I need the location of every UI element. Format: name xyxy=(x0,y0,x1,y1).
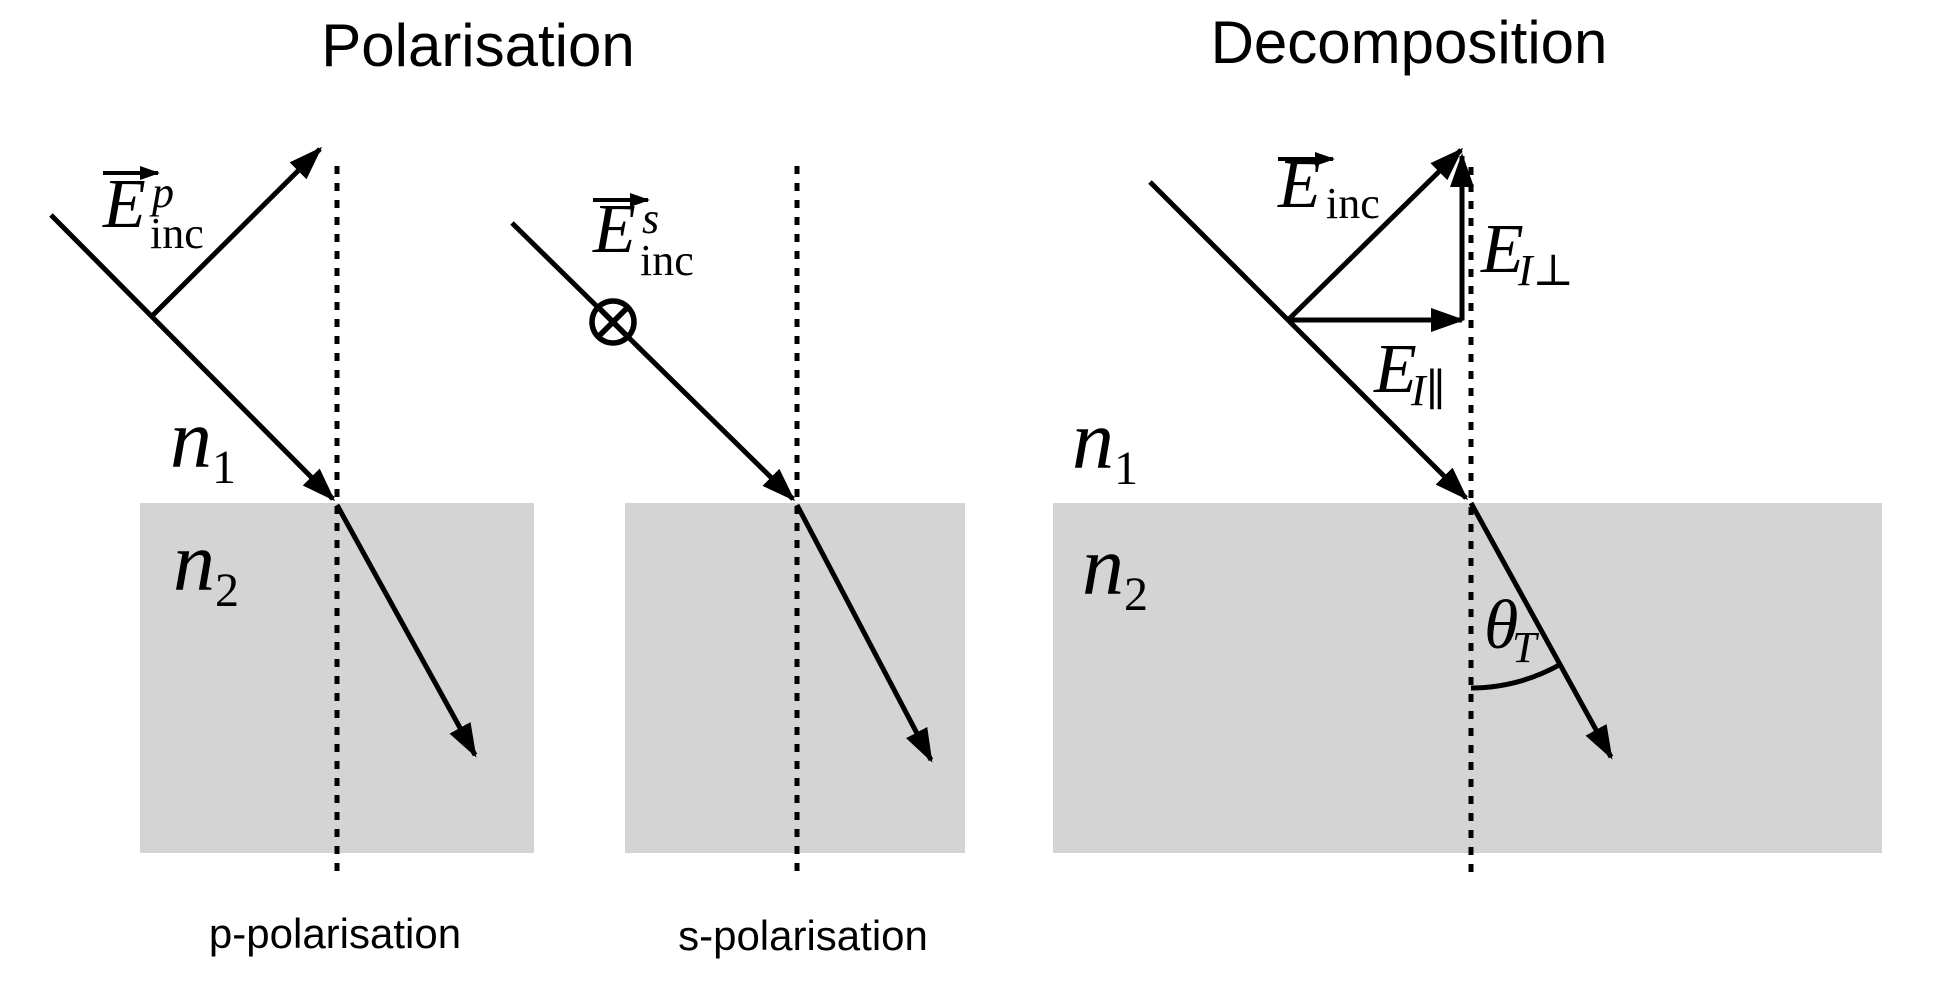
label-e-inc: E inc xyxy=(1277,146,1380,228)
incident-ray xyxy=(49,213,336,502)
e-i-perp-sub: I⊥ xyxy=(1517,246,1574,295)
title-decomposition: Decomposition xyxy=(1211,9,1608,76)
into-page-cross xyxy=(596,305,630,339)
e-inc-base: E xyxy=(1277,146,1321,223)
title-polarisation: Polarisation xyxy=(321,12,635,79)
refracted-ray xyxy=(334,503,478,758)
label-n1: n 1 xyxy=(1072,394,1138,495)
n2-sub: 2 xyxy=(215,564,239,617)
refracted-ray xyxy=(794,503,934,763)
refraction-angle-arc xyxy=(1470,661,1563,691)
n2-sub: 2 xyxy=(1124,568,1148,621)
e-s-base: E xyxy=(592,191,636,268)
refracted-ray xyxy=(1468,501,1614,760)
theta-base: θ xyxy=(1484,587,1518,664)
panel-s-polarisation: E s inc s-polarisation xyxy=(510,166,965,959)
n1-base: n xyxy=(170,393,212,486)
label-e-i-perp: E I⊥ xyxy=(1480,211,1574,295)
e-inc-vector xyxy=(1286,147,1464,322)
label-theta-t: θ T xyxy=(1484,587,1540,672)
medium-n2-region xyxy=(1053,503,1882,853)
label-e-i-parallel: E I∥ xyxy=(1373,331,1446,415)
e-s-sup: s xyxy=(642,194,659,243)
incident-ray xyxy=(510,221,796,502)
caption-p-polarisation: p-polarisation xyxy=(209,910,461,957)
label-n2: n 2 xyxy=(173,516,239,617)
n1-sub: 1 xyxy=(212,441,236,494)
label-n2: n 2 xyxy=(1082,520,1148,621)
e-field-arrow-p xyxy=(150,146,323,318)
panel-decomposition: E inc E I⊥ E I∥ θ T n 1 n 2 xyxy=(1053,146,1882,872)
label-e-p-inc: E p inc xyxy=(102,166,204,258)
e-i-parallel-sub: I∥ xyxy=(1410,366,1446,415)
e-p-sub: inc xyxy=(150,209,204,258)
e-s-sub: inc xyxy=(640,236,694,285)
n1-base: n xyxy=(1072,394,1114,487)
n2-base: n xyxy=(173,516,215,609)
label-e-s-inc: E s inc xyxy=(592,191,694,285)
n1-sub: 1 xyxy=(1114,442,1138,495)
incident-ray xyxy=(1148,180,1469,501)
panel-p-polarisation: E p inc n 1 n 2 p-polarisation xyxy=(49,146,534,957)
e-p-base: E xyxy=(102,166,146,243)
n2-base: n xyxy=(1082,520,1124,613)
caption-s-polarisation: s-polarisation xyxy=(678,912,928,959)
e-inc-sub: inc xyxy=(1326,179,1380,228)
e-i-parallel-base: E xyxy=(1373,331,1417,408)
e-i-perp-base: E xyxy=(1480,211,1524,288)
e-p-sup: p xyxy=(149,168,174,217)
into-page-symbol xyxy=(589,298,637,346)
label-n1: n 1 xyxy=(170,393,236,494)
theta-sub: T xyxy=(1512,623,1540,672)
